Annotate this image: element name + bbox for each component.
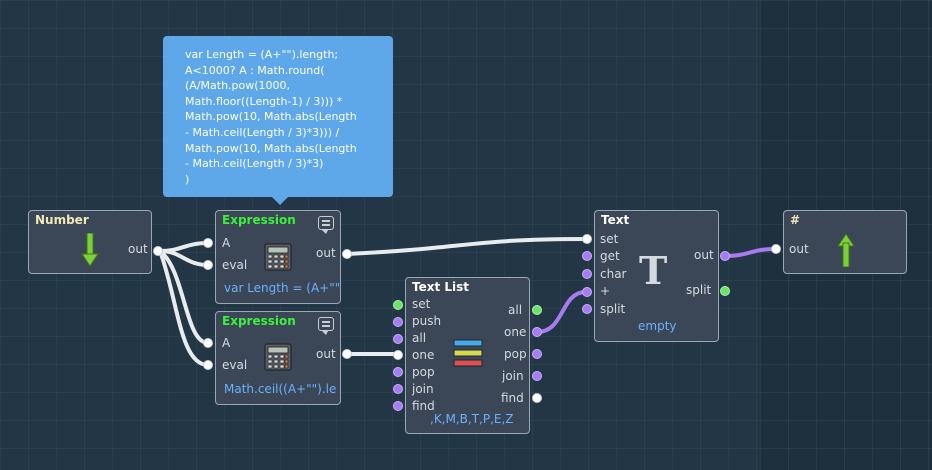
text-list-value: ,K,M,B,T,P,E,Z [430, 412, 514, 426]
port-label-a: A [222, 236, 231, 250]
input-label-find: find [412, 399, 435, 413]
port-label-out: out [316, 246, 336, 260]
text-out-split-port[interactable] [720, 286, 730, 296]
text-value: empty [638, 319, 677, 333]
text-list-out-all-port[interactable] [532, 305, 542, 315]
tooltip-code: var Length = (A+"").length; A<1000? A : … [185, 48, 357, 186]
text-plus-port[interactable] [582, 287, 592, 297]
hash-node[interactable]: # out [783, 210, 907, 274]
input-label-push: push [412, 314, 442, 328]
text-list-push-port[interactable] [393, 317, 403, 327]
text-node[interactable]: Text set get char + split T out split em… [594, 210, 719, 342]
green-up-arrow-icon [837, 233, 855, 267]
text-out-port[interactable] [720, 251, 730, 261]
comment-icon[interactable] [318, 216, 334, 234]
calculator-icon [264, 243, 292, 271]
output-label-split: split [686, 283, 712, 297]
letter-t-icon: T [639, 248, 668, 293]
port-label-eval: eval [222, 358, 248, 372]
text-list-one-port[interactable] [393, 350, 403, 360]
input-label-one: one [412, 348, 435, 362]
text-list-set-port[interactable] [393, 300, 403, 310]
expression1-out-port[interactable] [342, 249, 352, 259]
output-label-one: one [504, 325, 527, 339]
expression-value: Math.ceil((A+"").le [224, 382, 337, 396]
output-label-pop: pop [504, 347, 527, 361]
hash-in-port[interactable] [771, 244, 781, 254]
output-label-find: find [501, 391, 524, 405]
output-label-all: all [508, 303, 523, 317]
output-label-out: out [694, 248, 714, 262]
expression1-eval-port[interactable] [203, 260, 213, 270]
expression1-a-port[interactable] [203, 238, 213, 248]
node-title: Text [601, 213, 630, 227]
node-title: Expression [222, 314, 296, 328]
tooltip-pointer [272, 197, 288, 205]
node-title: # [790, 213, 801, 227]
text-get-port[interactable] [582, 251, 592, 261]
stacked-bars-icon [453, 339, 483, 367]
expression2-out-port[interactable] [342, 349, 352, 359]
input-label-all: all [412, 331, 427, 345]
port-label-a: A [222, 336, 231, 350]
output-label-join: join [502, 369, 524, 383]
node-title: Number [35, 213, 89, 227]
text-list-node[interactable]: Text List set push all one pop join find… [405, 277, 530, 434]
number-node[interactable]: Number out [28, 210, 152, 274]
input-label-plus: + [600, 284, 611, 298]
text-list-out-find-port[interactable] [532, 393, 542, 403]
port-label-out: out [316, 347, 336, 361]
text-list-find-port[interactable] [393, 401, 403, 411]
input-label-set: set [600, 232, 619, 246]
port-label-eval: eval [222, 258, 248, 272]
expression-node-1[interactable]: Expression A eval out var Length = (A+""… [215, 210, 341, 304]
expression-value: var Length = (A+"") [224, 281, 340, 295]
text-list-out-join-port[interactable] [532, 371, 542, 381]
comment-icon[interactable] [318, 317, 334, 335]
calculator-icon [264, 343, 292, 371]
text-list-out-one-port[interactable] [532, 327, 542, 337]
input-label-char: char [600, 267, 627, 281]
text-list-all-port[interactable] [393, 334, 403, 344]
number-out-port[interactable] [153, 246, 163, 256]
text-list-pop-port[interactable] [393, 367, 403, 377]
input-label-pop: pop [412, 365, 435, 379]
text-split-port[interactable] [582, 304, 592, 314]
port-label-out: out [128, 242, 148, 256]
node-title: Text List [412, 280, 470, 294]
input-label-set: set [412, 297, 431, 311]
expression-tooltip: var Length = (A+"").length; A<1000? A : … [163, 36, 393, 197]
input-label-split: split [600, 302, 626, 316]
port-label-out: out [789, 242, 809, 256]
input-label-join: join [412, 382, 434, 396]
expression-node-2[interactable]: Expression A eval out Math.ceil((A+"").l… [215, 311, 341, 405]
input-label-get: get [600, 249, 620, 263]
expression2-a-port[interactable] [203, 338, 213, 348]
green-down-arrow-icon [81, 233, 99, 267]
text-set-port[interactable] [582, 234, 592, 244]
expression2-eval-port[interactable] [203, 360, 213, 370]
node-title: Expression [222, 213, 296, 227]
text-list-out-pop-port[interactable] [532, 349, 542, 359]
text-list-join-port[interactable] [393, 384, 403, 394]
text-char-port[interactable] [582, 269, 592, 279]
